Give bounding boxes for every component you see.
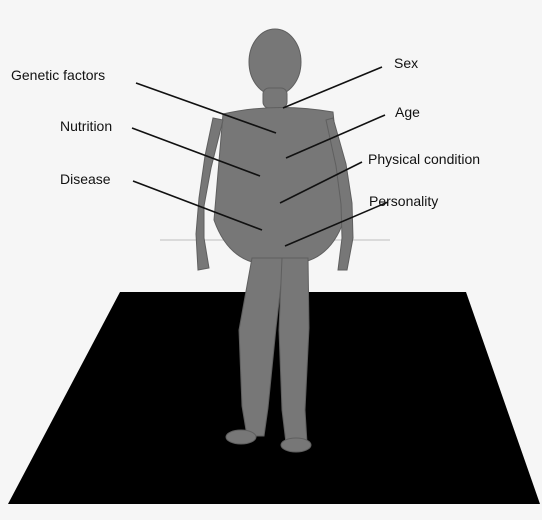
age-label: Age: [395, 104, 420, 120]
genetic-factors-label: Genetic factors: [11, 67, 105, 83]
sex-label: Sex: [394, 55, 418, 71]
physical-condition-label: Physical condition: [368, 151, 480, 167]
nutrition-label: Nutrition: [60, 118, 112, 134]
figure-torso: [214, 107, 344, 262]
figure-left-foot: [226, 430, 256, 444]
figure-right-foot: [281, 438, 311, 452]
figure-neck: [263, 88, 287, 108]
figure-head: [249, 29, 301, 95]
personality-label: Personality: [369, 193, 438, 209]
figure-right-leg: [279, 258, 309, 443]
disease-label: Disease: [60, 171, 111, 187]
